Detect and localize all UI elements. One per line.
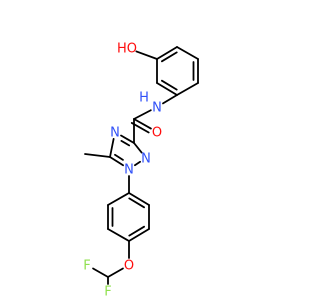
bond [114,153,124,161]
bond [156,82,178,96]
bond [84,153,111,158]
bond [156,46,178,60]
triazole-n4-label: N [110,126,120,141]
bond [133,109,152,120]
bond [107,228,130,242]
bond [162,94,178,105]
ether-oxygen-label: O [124,259,134,274]
bond [176,46,199,60]
bond [107,267,124,278]
hydroxyl-oxygen-label: HO [117,42,137,57]
bond [133,142,143,154]
bond [109,156,124,167]
bond [133,118,152,130]
bond [128,225,146,237]
bond [135,50,158,60]
amide-nitrogen-label: N [152,101,162,116]
bond [120,140,131,147]
bond [120,134,135,144]
bond [160,51,178,63]
bond [128,197,146,209]
amide-hydrogen-label: H [139,91,149,106]
bond [176,82,199,96]
bond [133,160,142,167]
bond [128,192,150,206]
bond [160,79,178,91]
triazole-n2-label: N [141,152,151,167]
carbonyl-oxygen-label: O [152,126,162,141]
fluorine-label: F [104,285,111,300]
fluorine-label: F [83,259,90,274]
bond [107,192,130,206]
bond [128,228,150,242]
bond [109,137,115,158]
bond [92,267,109,278]
triazole-n1-label: N [124,163,134,178]
